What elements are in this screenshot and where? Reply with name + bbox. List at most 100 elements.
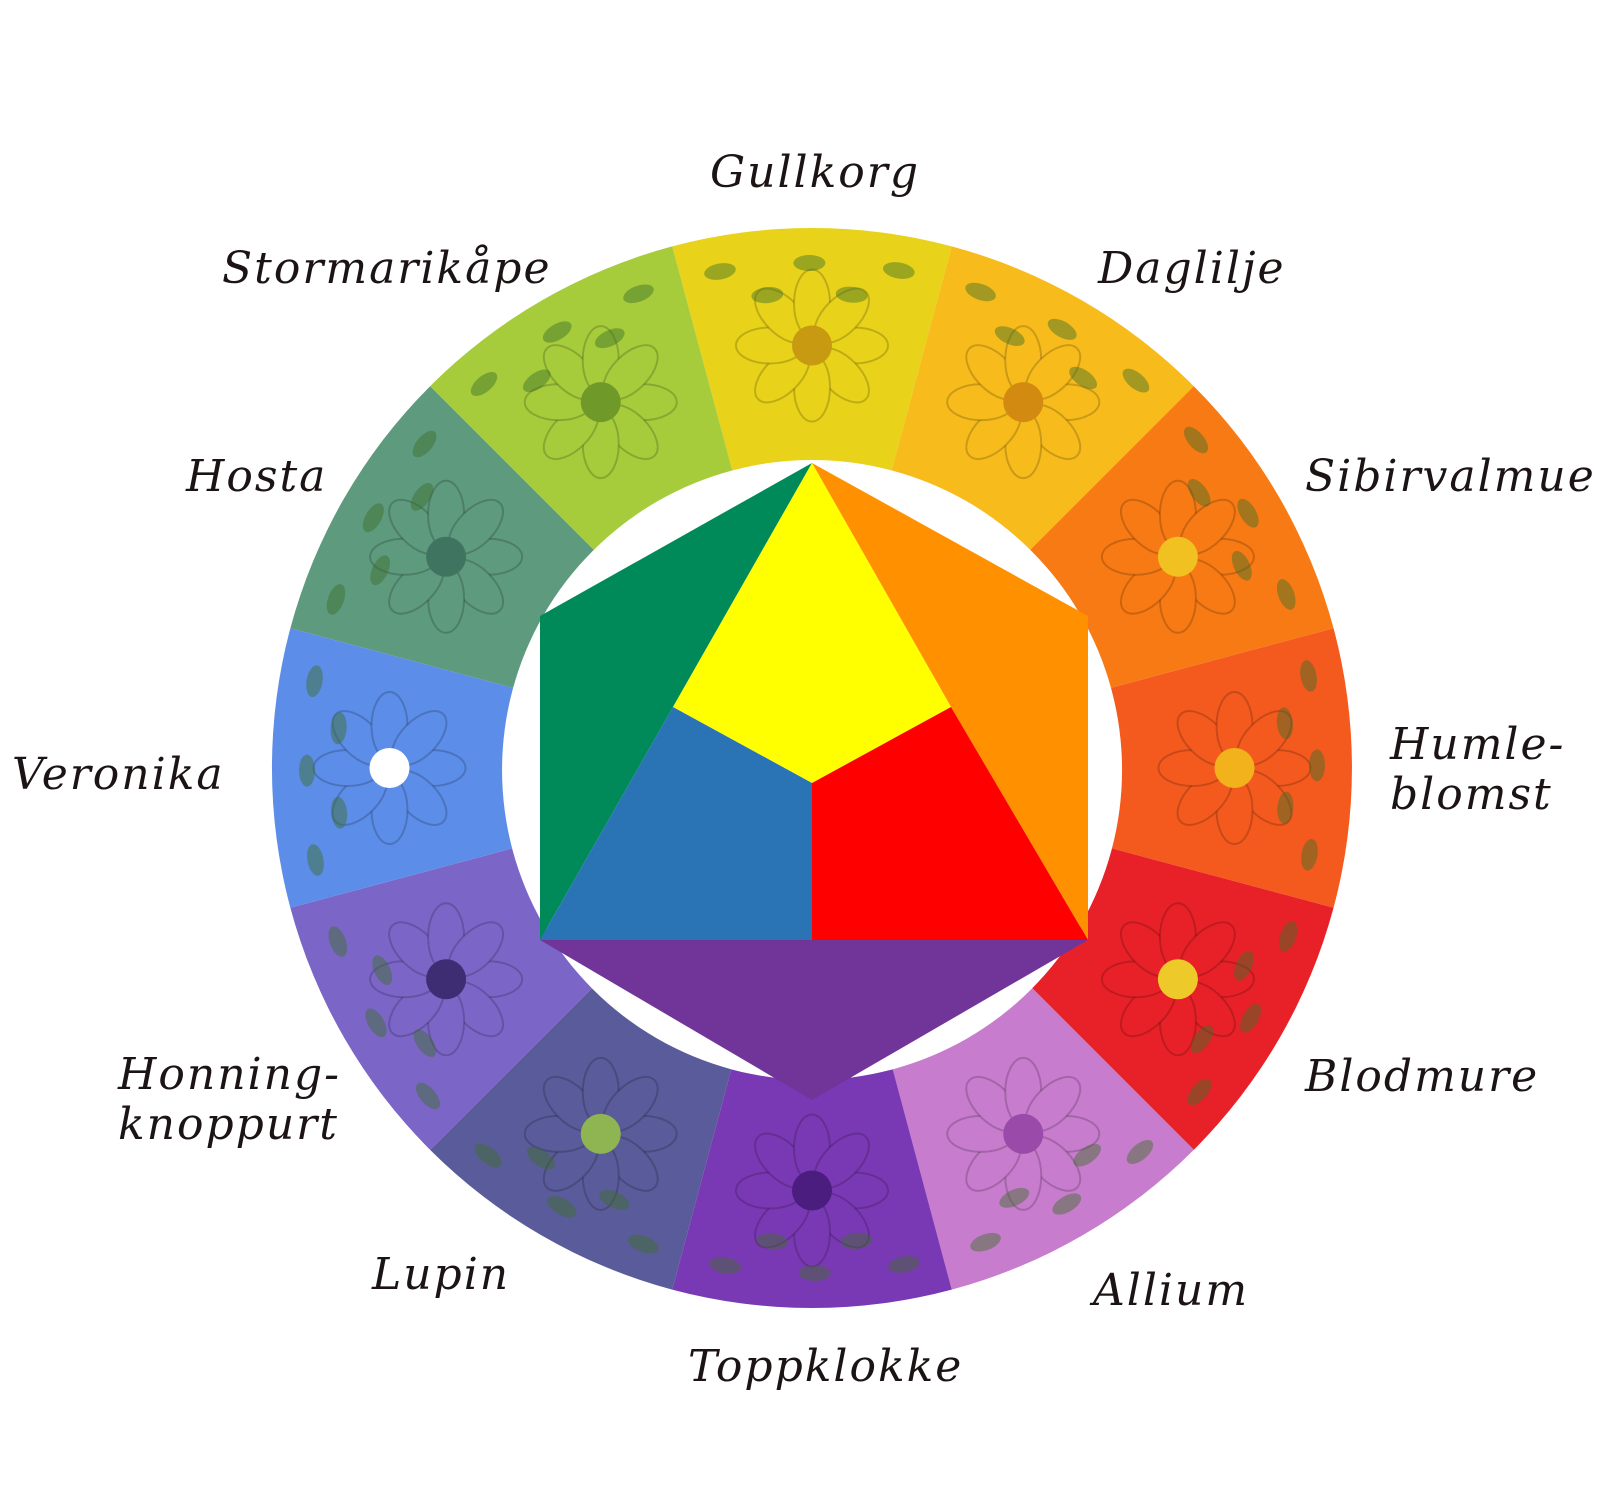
leaf	[840, 1232, 873, 1249]
label-line: Allium	[1093, 1265, 1250, 1316]
leaf	[1240, 1003, 1262, 1033]
leaf	[1187, 1078, 1212, 1106]
leaf	[1122, 368, 1150, 393]
leaf	[1278, 921, 1298, 952]
hexagon-red-segment	[812, 707, 1088, 940]
leaf	[362, 503, 384, 533]
label-allium: Allium	[1093, 1266, 1249, 1316]
leaf	[307, 844, 324, 876]
hexagon-blue-segment	[540, 707, 812, 940]
label-line: Daglilje	[1098, 243, 1286, 294]
leaf	[299, 754, 316, 787]
label-lupin: Lupin	[372, 1250, 510, 1300]
leaf	[1234, 950, 1254, 981]
ring-segment-veronika	[271, 626, 523, 910]
leaf	[965, 282, 996, 302]
leaf	[628, 1234, 659, 1254]
flower-icon	[735, 268, 889, 423]
label-line: blomst	[1390, 769, 1553, 820]
leaf	[365, 1008, 387, 1038]
leaf	[328, 926, 348, 957]
leaf	[331, 796, 348, 829]
leaf	[888, 1256, 920, 1273]
label-line: Toppklokke	[688, 1341, 964, 1392]
leaf	[1231, 550, 1252, 581]
leaf	[1301, 839, 1318, 871]
flower-icon	[946, 325, 1101, 480]
leaf	[751, 287, 784, 304]
leaf	[1183, 426, 1209, 454]
leaf	[1308, 749, 1325, 782]
leaf	[370, 555, 390, 586]
leaf	[470, 371, 498, 397]
leaf	[1187, 479, 1211, 507]
label-veronika: Veronika	[12, 750, 225, 800]
leaf	[527, 1146, 555, 1170]
flower-icon	[1100, 902, 1255, 1057]
flower-center	[580, 382, 621, 423]
label-line: Veronika	[12, 749, 225, 800]
leaf	[999, 1187, 1030, 1208]
leaf	[547, 1196, 577, 1218]
label-gullkorg: Gullkorg	[710, 148, 920, 198]
ring-segment-gullkorg	[670, 228, 954, 479]
hexagon-green-segment	[540, 463, 812, 940]
leaf	[835, 286, 868, 303]
label-line: Stormarikåpe	[222, 243, 552, 294]
flower-icon	[369, 902, 524, 1057]
leaf	[474, 1143, 502, 1168]
leaf	[542, 321, 572, 343]
label-sibirvalmue: Sibirvalmue	[1305, 452, 1596, 502]
leaf	[415, 1082, 441, 1110]
flower-icon	[523, 1056, 678, 1211]
flower-icon	[946, 1056, 1101, 1211]
flower-icon	[523, 325, 678, 480]
flower-center	[1214, 748, 1255, 788]
label-line: Gullkorg	[710, 147, 920, 198]
leaf	[412, 430, 437, 458]
label-daglilje: Daglilje	[1098, 244, 1286, 294]
flower-center	[426, 536, 467, 577]
flower-center	[369, 748, 410, 788]
label-toppklokke: Toppklokke	[688, 1342, 963, 1392]
flower-center	[792, 325, 832, 366]
leaf	[1237, 498, 1259, 528]
label-line: Honning-	[118, 1049, 341, 1100]
leaf	[970, 1232, 1001, 1252]
label-blodmure: Blodmure	[1305, 1052, 1539, 1102]
label-line: Humle-	[1390, 719, 1566, 770]
leaf	[413, 1029, 437, 1057]
leaf	[372, 955, 393, 986]
leaf	[523, 369, 551, 393]
flower-center	[1157, 959, 1198, 1000]
flower-icon	[1100, 479, 1255, 634]
leaf	[1277, 791, 1294, 824]
hexagon-yellow-triangle	[673, 463, 951, 783]
leaf	[306, 665, 323, 697]
flower-icon	[369, 479, 524, 634]
flower-center	[426, 959, 467, 1000]
leaf	[1276, 707, 1293, 740]
leaf	[756, 1233, 789, 1250]
leaf	[1069, 366, 1097, 390]
flower-icon	[735, 1113, 889, 1268]
label-humleblomst: Humle- blomst	[1390, 720, 1565, 820]
label-line: Blodmure	[1305, 1051, 1540, 1102]
label-honningknoppurt: Honning- knoppurt	[118, 1050, 341, 1150]
leaf	[883, 262, 915, 279]
leaf	[709, 1257, 741, 1274]
label-hosta: Hosta	[186, 452, 327, 502]
flower-center	[792, 1170, 832, 1211]
hexagon-purple-segment	[540, 940, 1088, 1100]
flower-center	[1003, 382, 1044, 423]
leaf	[330, 712, 347, 745]
leaf	[326, 584, 346, 615]
leaf	[594, 328, 625, 349]
flower-photo-ring	[271, 228, 1352, 1308]
leaf	[1276, 579, 1296, 610]
flower-icon	[312, 691, 467, 845]
leaf	[1047, 318, 1077, 340]
label-line: Lupin	[372, 1249, 511, 1300]
leaf	[994, 326, 1025, 346]
